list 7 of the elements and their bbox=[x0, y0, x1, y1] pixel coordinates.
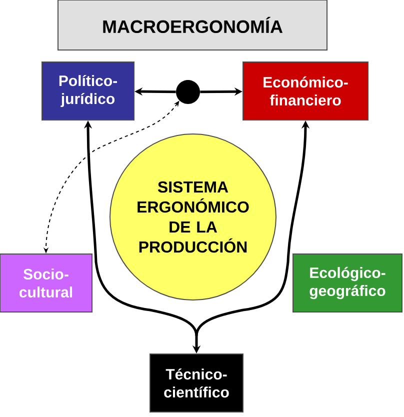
category-box: Económico- financiero bbox=[242, 62, 368, 120]
title-box: MACROERGONOMÍA bbox=[58, 0, 328, 50]
category-box: Ecológico- geográfico bbox=[292, 254, 402, 312]
category-box: Político- jurídico bbox=[42, 62, 134, 120]
category-box: Socio- cultural bbox=[0, 254, 92, 312]
category-box: Técnico- científico bbox=[150, 354, 244, 412]
junction-dot bbox=[176, 80, 200, 104]
